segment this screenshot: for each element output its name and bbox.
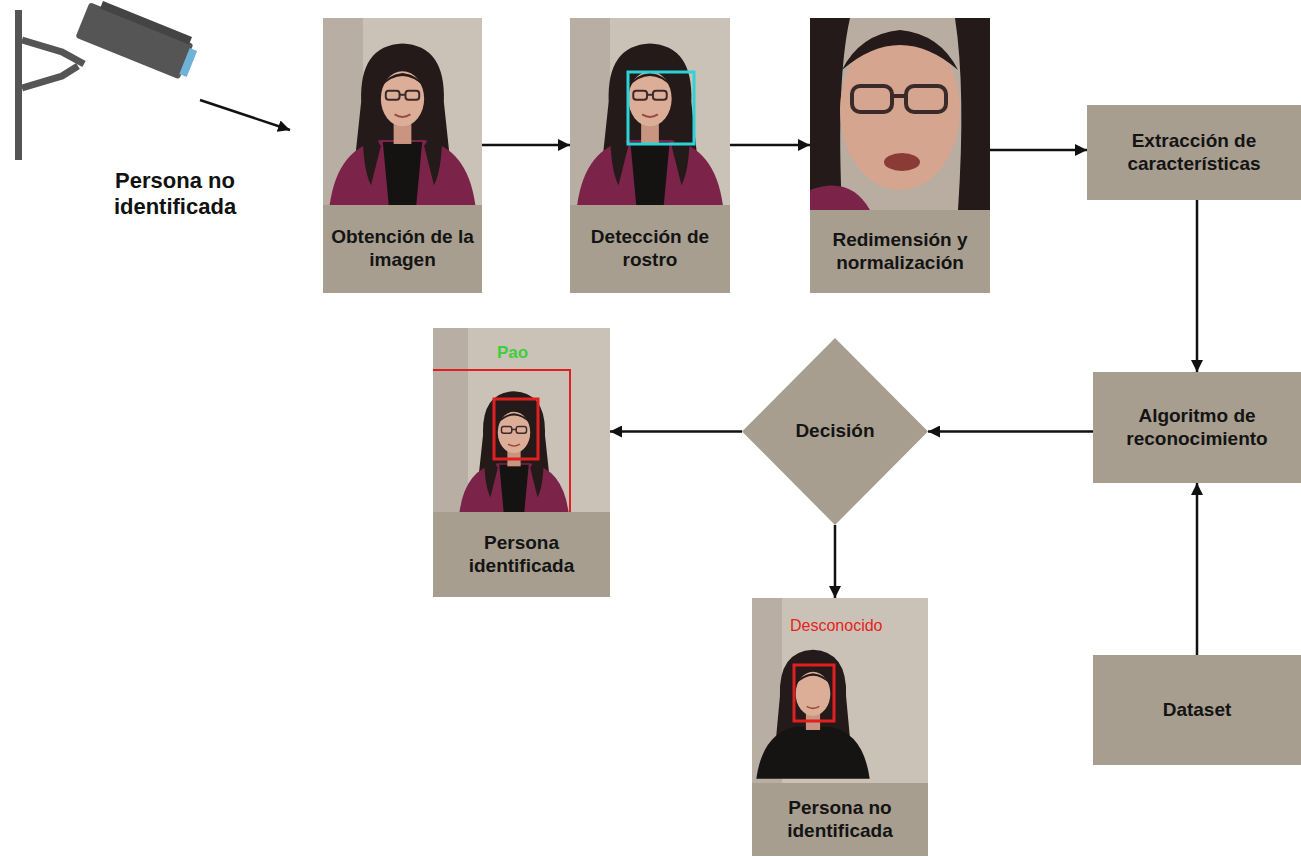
node-label: Extracción de características <box>1097 130 1291 176</box>
photo <box>810 18 990 210</box>
flow-arrow <box>1196 483 1199 655</box>
node-label: Detección de rostro <box>578 226 722 272</box>
photo-step-box: Detección de rostro <box>570 18 730 293</box>
node-label: Dataset <box>1103 699 1291 722</box>
process-box: Extracción de características <box>1087 105 1301 200</box>
photo-step-box: Redimensión y normalización <box>810 18 990 293</box>
flow-arrow <box>1196 200 1199 372</box>
photo <box>323 18 482 205</box>
camera-icon <box>15 0 201 160</box>
diamond-outline <box>742 338 928 525</box>
photo-step-box: Persona no identificada <box>752 598 928 856</box>
photo <box>433 328 610 512</box>
label-band: Persona no identificada <box>752 783 928 856</box>
process-box: Dataset <box>1093 655 1301 765</box>
caption-text: Persona no identificada <box>80 168 270 221</box>
flow-arrow <box>928 430 1093 433</box>
photo <box>752 598 928 783</box>
node-label: Redimensión y normalización <box>818 229 982 275</box>
decision-diamond: Decisión <box>742 338 928 525</box>
node-label: Persona identificada <box>441 532 602 578</box>
label-band: Obtención de la imagen <box>323 205 482 293</box>
name-tag: Pao <box>497 343 567 363</box>
name-tag: Desconocido <box>790 616 920 635</box>
process-box: Algoritmo de reconocimiento <box>1093 372 1301 483</box>
label-band: Persona identificada <box>433 512 610 597</box>
label-band: Detección de rostro <box>570 205 730 293</box>
flow-arrow <box>990 149 1087 152</box>
photo-step-box: Persona identificada <box>433 328 610 597</box>
flow-arrow <box>834 525 837 598</box>
label-band: Redimensión y normalización <box>810 210 990 293</box>
flow-arrow <box>610 430 742 433</box>
photo-step-box: Obtención de la imagen <box>323 18 482 293</box>
node-label: Obtención de la imagen <box>331 226 474 272</box>
flow-arrow <box>730 144 810 147</box>
node-label: Decisión <box>783 420 887 443</box>
flow-arrow <box>482 144 570 147</box>
node-label: Algoritmo de reconocimiento <box>1103 405 1291 451</box>
photo <box>570 18 730 205</box>
node-label: Persona no identificada <box>760 797 920 843</box>
camera-arrow <box>200 100 290 130</box>
